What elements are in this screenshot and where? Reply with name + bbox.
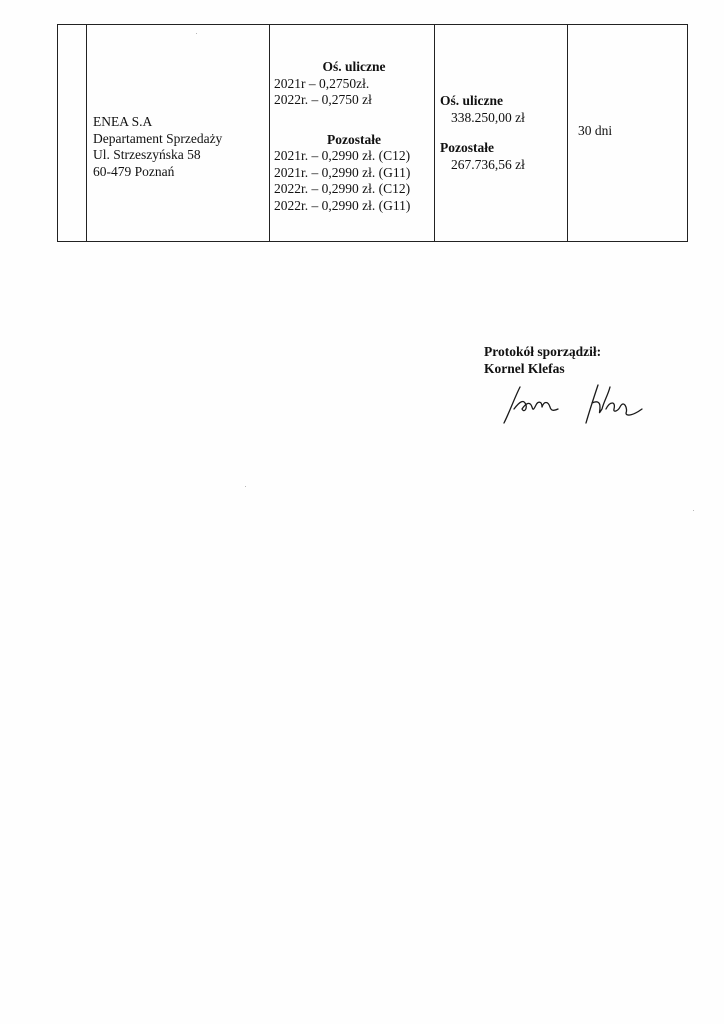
offers-table: ENEA S.A Departament Sprzedaży Ul. Strze… [57,24,688,242]
signature-block: Protokół sporządził: Kornel Klefas [484,343,684,424]
value-street-amount: 338.250,00 zł [451,109,525,125]
price-street-line: 2022r. – 0,2750 zł [274,92,372,107]
value-list: Oś. uliczne 338.250,00 zł Pozostałe 267.… [435,25,567,173]
company-department: Departament Sprzedaży [93,130,223,146]
payment-term: 30 dni [578,123,613,138]
company-name: ENEA S.A [93,114,153,129]
signature-caption: Protokół sporządził: [484,344,602,359]
price-list: Oś. uliczne 2021r – 0,2750zł. 2022r. – 0… [270,25,434,214]
price-other-line: 2021r. – 0,2990 zł. (G11) [274,164,411,180]
signature-name: Kornel Klefas [484,361,565,376]
price-street-heading: Oś. uliczne [322,59,386,74]
term-cell: 30 dni [567,24,688,242]
company-city: 60-479 Poznań [93,163,175,179]
value-other-heading: Pozostałe [440,140,494,155]
company-cell: ENEA S.A Departament Sprzedaży Ul. Strze… [86,24,270,242]
company-street: Ul. Strzeszyńska 58 [93,147,201,162]
value-cell: Oś. uliczne 338.250,00 zł Pozostałe 267.… [434,24,568,242]
price-street-line: 2021r – 0,2750zł. [274,75,370,91]
value-other-amount: 267.736,56 zł [451,156,525,172]
price-other-line: 2021r. – 0,2990 zł. (C12) [274,148,411,163]
price-cell: Oś. uliczne 2021r – 0,2750zł. 2022r. – 0… [269,24,435,242]
lp-cell [57,24,87,242]
table-row: ENEA S.A Departament Sprzedaży Ul. Strze… [57,24,688,242]
price-other-heading: Pozostałe [327,131,381,147]
company-address: ENEA S.A Departament Sprzedaży Ul. Strze… [87,25,269,180]
handwritten-signature [503,384,643,424]
price-other-line: 2022r. – 0,2990 zł. (G11) [274,197,411,213]
price-other-line: 2022r. – 0,2990 zł. (C12) [274,181,411,196]
value-street-heading: Oś. uliczne [440,93,503,108]
